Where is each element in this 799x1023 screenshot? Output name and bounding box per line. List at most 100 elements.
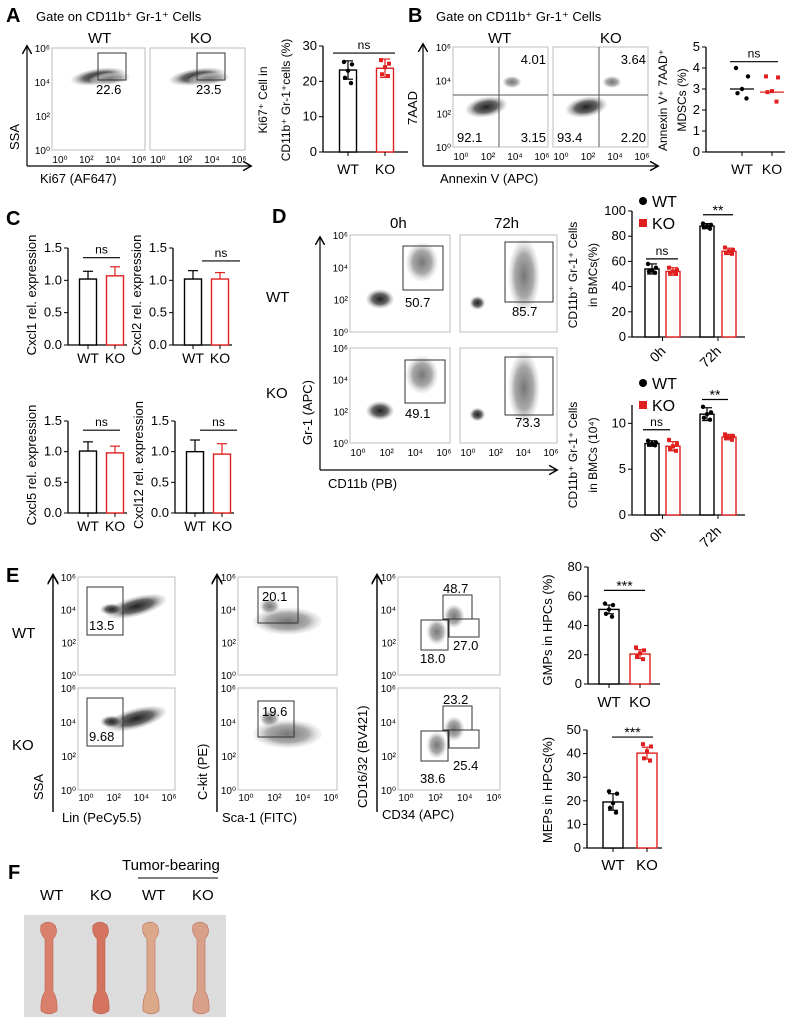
x-tick-label: 10⁶ xyxy=(231,155,246,166)
data-point xyxy=(674,272,678,276)
data-point xyxy=(733,65,739,71)
y-tick-label: 10 xyxy=(567,816,581,831)
ko-group xyxy=(105,445,125,514)
y-tick-label: 40 xyxy=(568,618,582,633)
plot-frame xyxy=(459,234,558,333)
wt-group xyxy=(598,601,620,685)
y-tick-label: 20 xyxy=(303,73,317,88)
x-tick-label: WT xyxy=(184,518,206,534)
y-tick-label: 1 xyxy=(693,123,700,138)
x-tick-label: 10² xyxy=(481,152,496,163)
y-tick-label: 0.0 xyxy=(149,337,167,352)
x-tick-label: 10² xyxy=(79,155,94,166)
x-tick-label: 10² xyxy=(488,448,503,459)
panel-label-d: D xyxy=(272,206,286,228)
data-point xyxy=(671,444,675,449)
x-tick-label: KO xyxy=(629,694,651,711)
plot-frame xyxy=(552,46,649,148)
y-tick-label: 0 xyxy=(619,507,626,522)
gate-box xyxy=(420,730,449,762)
data-point xyxy=(708,222,714,228)
wt-0h xyxy=(644,261,660,338)
data-point xyxy=(707,226,713,231)
ko-group xyxy=(105,266,125,346)
data-point xyxy=(652,270,658,275)
y-tick-label: 4 xyxy=(693,60,700,75)
x-tick-label: WT xyxy=(77,350,99,366)
cell-population xyxy=(252,719,323,749)
data-point xyxy=(667,437,671,442)
y-tick-label: 10⁰ xyxy=(221,671,236,682)
cell-population xyxy=(89,72,131,85)
y-axis-label: Cxcl5 rel. expression xyxy=(24,405,39,526)
cell-population xyxy=(502,76,522,88)
y-axis-label: CD11b⁺ Gr-1⁺ Cells xyxy=(566,222,580,328)
flow-plot: 85.7 xyxy=(459,234,558,333)
y-tick-label: 10⁰ xyxy=(333,328,348,339)
bar xyxy=(721,250,737,338)
x-axis-label: Sca-1 (FITC) xyxy=(222,810,297,825)
y-tick-label: 1.0 xyxy=(44,272,62,287)
y-tick-label: 10⁴ xyxy=(333,376,348,387)
y-tick-label: 10⁶ xyxy=(221,573,236,584)
y-tick-label: 1.0 xyxy=(44,444,62,459)
y-tick-label: 5 xyxy=(619,461,626,476)
column-label-72h: 72h xyxy=(494,215,519,232)
y-axis-label: CD16/32 (BV421) xyxy=(355,705,370,808)
x-axis-label: Lin (PeCy5.5) xyxy=(62,810,141,825)
y-tick-label: 40 xyxy=(567,746,581,761)
gate-box xyxy=(97,52,127,81)
femur-images xyxy=(40,921,210,1015)
data-point xyxy=(648,758,652,763)
bar xyxy=(105,275,125,346)
x-tick-label: 10⁰ xyxy=(460,448,475,459)
gate-percentage: 4.01 xyxy=(521,52,546,67)
data-point xyxy=(707,417,713,422)
ko-0h xyxy=(665,437,681,516)
data-point xyxy=(700,404,706,410)
y-tick-label: 2 xyxy=(693,102,700,117)
legend-marker-wt xyxy=(639,197,647,205)
significance-label: ns xyxy=(656,244,669,258)
bar xyxy=(212,453,232,514)
wt-group xyxy=(183,270,203,346)
x-tick-label: 10⁰ xyxy=(238,793,253,804)
x-tick-label: 10² xyxy=(178,155,193,166)
y-tick-label: 10⁰ xyxy=(381,786,396,797)
cell-population xyxy=(100,715,124,728)
x-tick-label: 10⁰ xyxy=(52,155,67,166)
y-tick-label: 10² xyxy=(62,638,77,649)
significance-label: ns xyxy=(95,415,108,429)
ko-72h xyxy=(721,432,737,516)
x-tick-label: 10⁰ xyxy=(553,152,568,163)
x-tick-label: 10⁴ xyxy=(408,448,423,459)
y-tick-label: 0.0 xyxy=(151,505,169,520)
gate-box xyxy=(504,241,554,303)
y-axis-label: Cxcl12 rel. expression xyxy=(131,401,146,529)
y-tick-label: 80 xyxy=(612,228,626,243)
x-tick-label: 10⁶ xyxy=(436,448,451,459)
cell-population xyxy=(366,289,394,309)
cell-population xyxy=(465,96,507,118)
x-tick-label: KO xyxy=(375,161,395,177)
y-tick-label: 0.5 xyxy=(151,474,169,489)
data-point xyxy=(610,800,616,806)
wt-group xyxy=(78,441,98,514)
x-tick-label: 10² xyxy=(106,793,121,804)
data-point xyxy=(606,789,612,794)
wt-group xyxy=(338,59,358,153)
y-tick-label: 10⁴ xyxy=(35,78,50,89)
gate-percentage: 50.7 xyxy=(405,295,430,310)
bar xyxy=(183,278,203,346)
plot-frame xyxy=(77,576,176,676)
bar xyxy=(210,278,230,346)
